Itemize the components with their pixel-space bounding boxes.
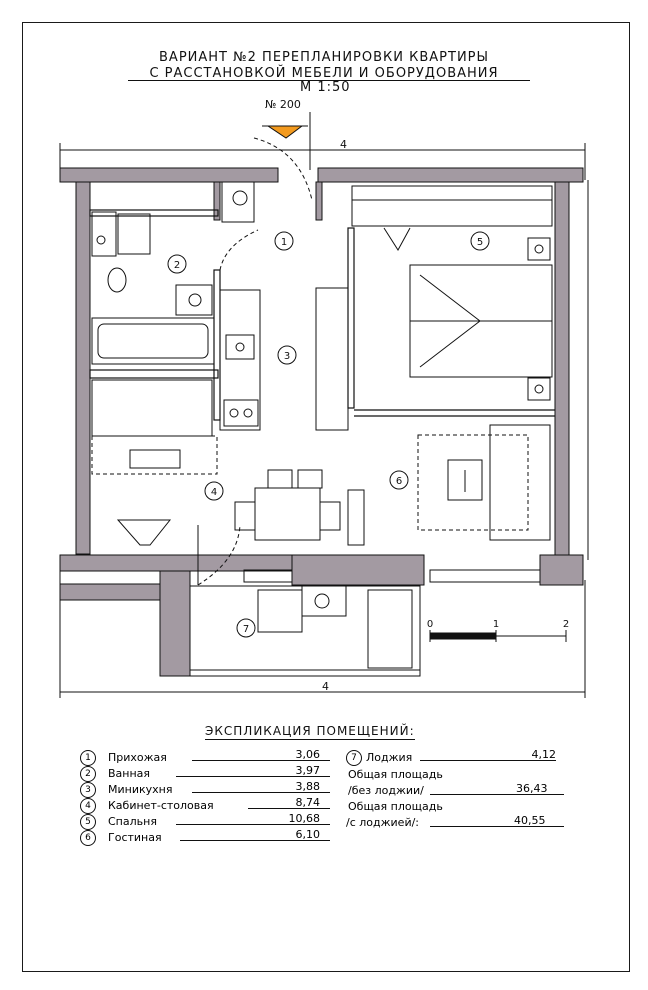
loggia-furniture: [257, 585, 413, 669]
legend-row-6: 6 Гостиная 6,10: [80, 828, 340, 846]
legend-title: Экспликация помещений:: [205, 724, 415, 740]
loggia: [189, 569, 541, 677]
room-label-3: 3: [284, 351, 290, 362]
legend-num-7: 7: [346, 750, 362, 766]
room-label-markers: [167, 231, 490, 638]
legend-leader-5: [176, 814, 330, 825]
room-label-7: 7: [243, 624, 249, 635]
legend-name-7: Лоджия: [366, 751, 413, 764]
legend-area-2: 3,97: [295, 764, 321, 777]
legend-num-5: 5: [80, 814, 96, 830]
room-label-5: 5: [477, 237, 483, 248]
bedroom-furniture: [351, 185, 553, 401]
scale-bar-tick-1: 1: [493, 619, 499, 630]
dimension-lines: [59, 143, 589, 698]
study-dining-furniture: [91, 379, 341, 585]
legend-row-4: 4 Кабинет-столовая 8,74: [80, 796, 340, 814]
room-label-1: 1: [281, 237, 287, 248]
total-with-leader: [430, 816, 564, 827]
section-mark-label: № 200: [265, 98, 301, 111]
legend-area-7: 4,12: [531, 748, 557, 761]
room-label-2: 2: [174, 260, 180, 271]
sheet-frame: [22, 22, 630, 972]
legend-leader-3: [192, 782, 330, 793]
title-underline: [128, 80, 530, 81]
total-with-label-1: Общая площадь: [348, 800, 443, 813]
room-label-texts: 1 2 3 4 5 6 7: [174, 237, 483, 635]
legend-row-2: 2 Ванная 3,97: [80, 764, 340, 782]
walls: [59, 167, 584, 677]
legend-area-4: 8,74: [295, 796, 321, 809]
scale-label: М 1:50: [300, 80, 351, 95]
total-with-value: 40,55: [514, 814, 546, 827]
legend-num-3: 3: [80, 782, 96, 798]
total-without-value: 36,43: [516, 782, 548, 795]
legend-area-5: 10,68: [288, 812, 321, 825]
dimension-label-top: 4: [340, 138, 347, 151]
legend-area-6: 6,10: [295, 828, 321, 841]
total-with-label-2: /с лоджией/:: [346, 816, 420, 829]
legend-row-3: 3 Миникухня 3,88: [80, 780, 340, 798]
scale-bar-tick-0: 0: [427, 619, 433, 630]
legend-name-6: Гостиная: [108, 831, 162, 844]
legend-leader-4: [248, 798, 330, 809]
kitchen-units: [219, 287, 349, 431]
legend-row-7: 7 Лоджия 4,12: [346, 748, 566, 766]
section-mark-arrow: [266, 125, 304, 139]
total-without-leader: [430, 784, 564, 795]
bathroom-fixtures: [91, 181, 255, 365]
legend-num-1: 1: [80, 750, 96, 766]
total-without-label-1: Общая площадь: [348, 768, 443, 781]
legend-name-4: Кабинет-столовая: [108, 799, 214, 812]
legend-leader-2: [176, 766, 330, 777]
legend-leader-1: [192, 750, 330, 761]
room-label-4: 4: [211, 487, 217, 498]
scale-bar-tick-2: 2: [563, 619, 569, 630]
legend-leader-7: [420, 750, 556, 761]
door-swings: [197, 137, 313, 586]
room-label-6: 6: [396, 476, 402, 487]
total-without-label-2: /без лоджии/: [348, 784, 424, 797]
title-line-1: Вариант №2 перепланировки квартиры: [159, 50, 489, 65]
legend-name-2: Ванная: [108, 767, 151, 780]
legend-num-6: 6: [80, 830, 96, 846]
legend-num-4: 4: [80, 798, 96, 814]
legend-name-3: Миникухня: [108, 783, 173, 796]
living-room-furniture: [347, 424, 551, 546]
legend-row-5: 5 Спальня 10,68: [80, 812, 340, 830]
legend-name-5: Спальня: [108, 815, 157, 828]
legend-name-1: Прихожая: [108, 751, 167, 764]
legend-leader-6: [180, 830, 330, 841]
title-line-2: с расстановкой мебели и оборудования: [149, 66, 499, 81]
legend-area-3: 3,88: [295, 780, 321, 793]
legend-area-1: 3,06: [295, 748, 321, 761]
dimension-label-bottom: 4: [322, 680, 329, 693]
scale-bar: [429, 630, 567, 642]
legend-num-2: 2: [80, 766, 96, 782]
legend-row-1: 1 Прихожая 3,06: [80, 748, 340, 766]
